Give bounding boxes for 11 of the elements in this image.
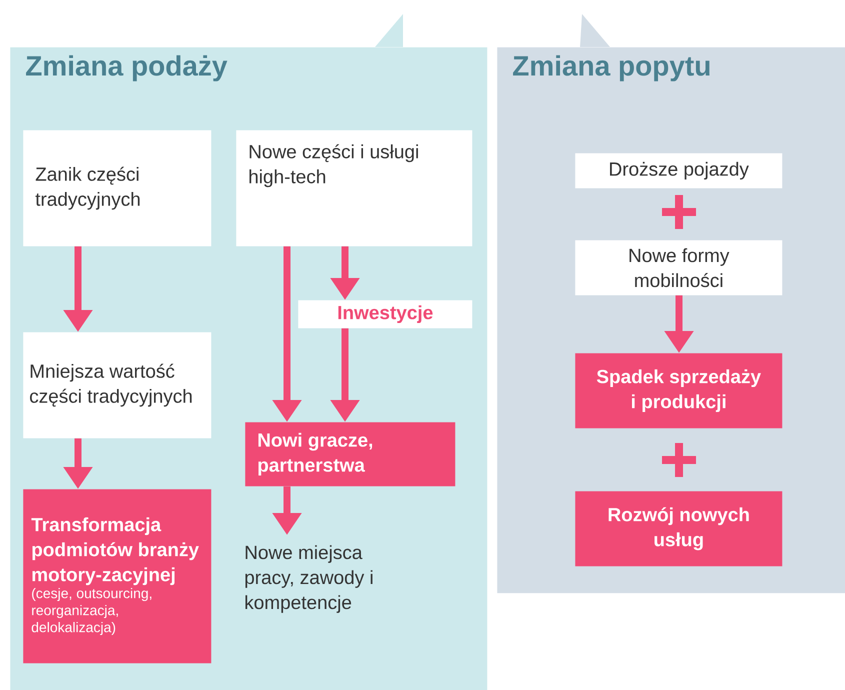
- outcome-text: Nowe miejsca pracy, zawody i kompetencje: [245, 545, 372, 613]
- highlight-box: Nowi gracze, partnerstwa: [245, 422, 456, 486]
- text-box: Mniejsza wartość części tradycyjnych: [23, 332, 212, 438]
- highlight-box: Transformacja podmiotów branży motory-zacyjnej (cesje, outsourcing, reorganizacja, delokalizacja): [23, 489, 212, 664]
- text-box: Zanik części tradycyjnych: [23, 130, 212, 246]
- label-box: Inwestycje: [298, 300, 472, 328]
- highlight-box: Rozwój nowych usług: [575, 491, 782, 566]
- highlight-box: Spadek sprzedaży i produkcji: [575, 353, 782, 428]
- text-box: Droższe pojazdy: [575, 153, 782, 188]
- text-box: Nowe części i usługi high-tech: [236, 130, 472, 246]
- text-box: Nowe formy mobilności: [575, 240, 782, 296]
